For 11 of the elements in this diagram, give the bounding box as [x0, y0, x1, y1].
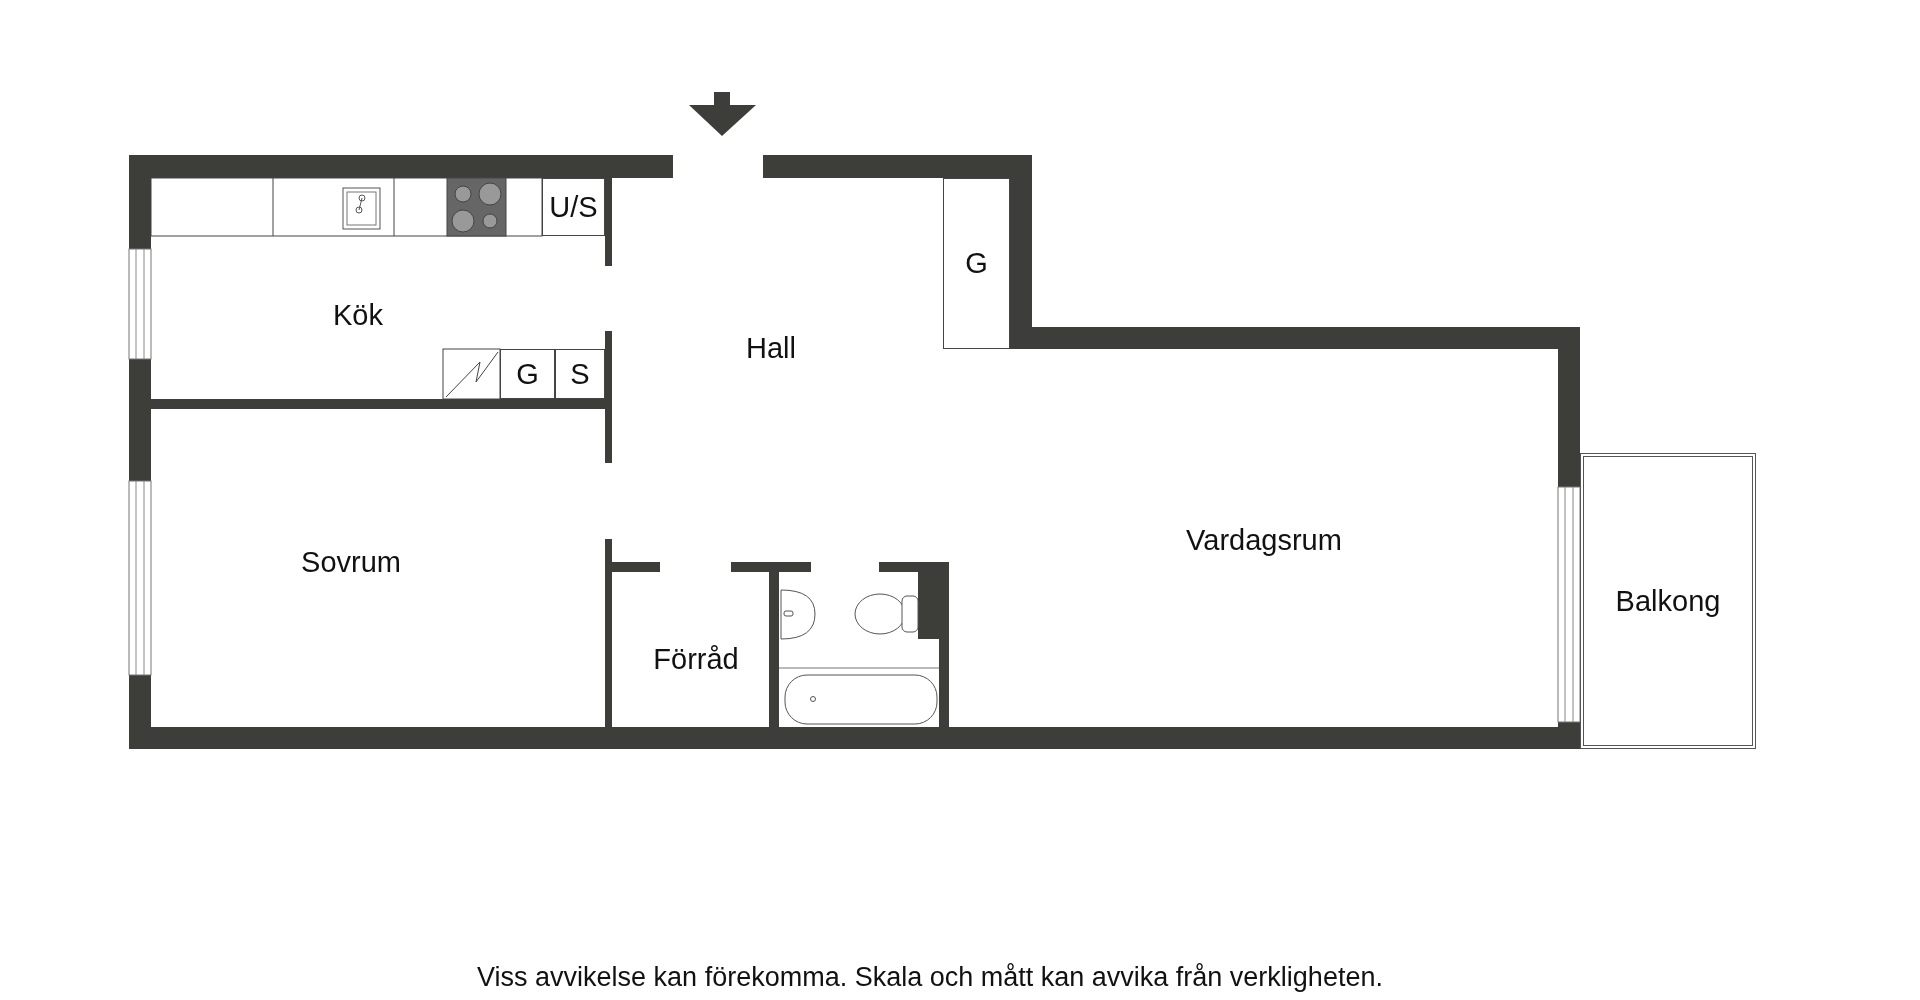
- balcony: Balkong: [1580, 453, 1756, 749]
- cabinet: U/S: [542, 178, 605, 236]
- room-label: Hall: [746, 331, 796, 365]
- room-label: Förråd: [653, 642, 739, 676]
- disclaimer-caption: Viss avvikelse kan förekomma. Skala och mått kan avvika från verkligheten.: [476, 962, 1384, 993]
- cabinet: G: [500, 349, 555, 399]
- cabinet: S: [555, 349, 605, 399]
- cabinet: G: [943, 178, 1010, 349]
- room-label: Kök: [333, 298, 383, 332]
- room-label: Sovrum: [301, 545, 401, 579]
- room-label: Vardagsrum: [1186, 523, 1342, 557]
